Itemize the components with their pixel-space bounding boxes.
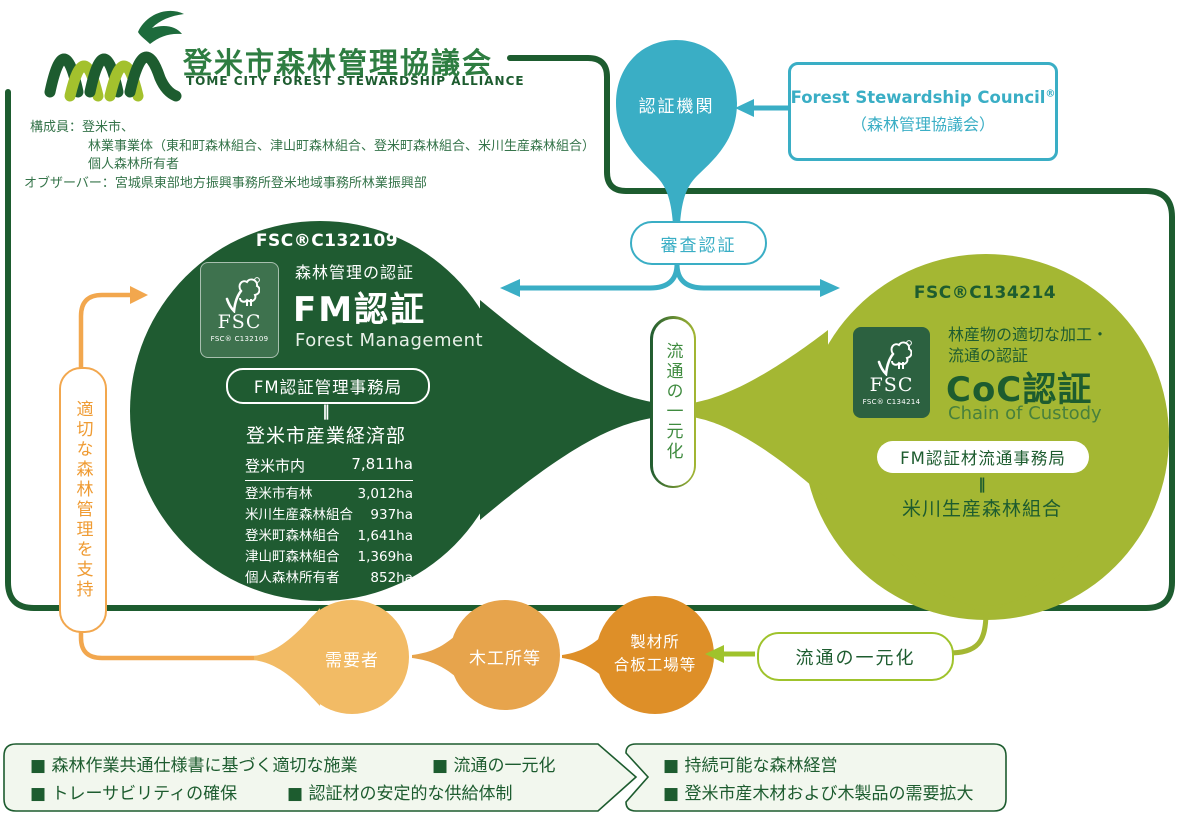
fsc-council-sub: （森林管理協議会）: [850, 115, 995, 134]
coc-horn-bottom: [890, 552, 1082, 618]
outcome-item: ■ 認証材の安定的な供給体制: [287, 784, 513, 804]
outcome-item: ■ 流通の一元化: [432, 756, 556, 776]
support-arrow-line: [78, 292, 130, 372]
outcome-item: ■ 登米市産木材および木製品の需要拡大: [663, 784, 974, 804]
fm-table-header-label: 登米市内: [245, 457, 306, 475]
fsc-logo-word: FSC: [217, 311, 262, 333]
coc-description-line1: 林産物の適切な加工・: [948, 325, 1109, 344]
coc-equals-mark: ‖: [978, 475, 986, 493]
coc-logo-code: FSC® C134214: [862, 397, 921, 406]
members-line-3: 個人森林所有者: [88, 157, 180, 172]
row-value: 852ha: [370, 570, 413, 586]
row-label: 米川生産森林組合: [245, 507, 353, 523]
sawmill-label: 製材所 合板工場等: [594, 631, 716, 677]
demand-circle: [295, 600, 409, 714]
members-block: 構成員：登米市、 林業事業体（東和町森林組合、津山町森林組合、登米町森林組合、米…: [24, 119, 596, 193]
row-value: 3,012ha: [357, 486, 413, 502]
fm-horn: [480, 300, 658, 520]
frame-border-line: [5, 55, 1175, 611]
page-title: 登米市森林管理協議会: [183, 46, 494, 80]
council-arrowhead: [735, 99, 754, 117]
support-bottom-line: [78, 624, 262, 661]
sawmill-horn: [562, 610, 626, 700]
fm-table-header-value: 7,811ha: [351, 455, 413, 473]
coc-circle: [803, 254, 1169, 620]
logo-wave-dark-3: [124, 51, 182, 102]
flow-unification-pill: 流通の一元化: [757, 632, 954, 681]
fm-description: 森林管理の認証: [295, 263, 415, 282]
demand-label: 需要者: [325, 651, 379, 671]
fsc-council-name: Forest Stewardship Council®: [791, 88, 1056, 107]
distribution-unification-pill: 流通の一元化: [650, 316, 696, 488]
distribution-unification-label: 流通の一元化: [662, 342, 683, 462]
coc-description-line2: 流通の認証: [948, 346, 1029, 365]
table-row: 津山町森林組合 1,369ha: [245, 547, 413, 568]
row-value: 1,641ha: [357, 528, 413, 544]
woodshop-label: 木工所等: [469, 649, 541, 669]
fm-circle: [130, 221, 510, 601]
demand-horn: [254, 608, 320, 706]
coc-horn-left: [692, 330, 828, 500]
fsc-council-name-text: Forest Stewardship Council: [790, 88, 1046, 107]
support-forest-management-pill: 適切な森林管理を支持: [59, 367, 107, 633]
logo-bird: [138, 10, 184, 44]
coc-office-pill: FM認証材流通事務局: [877, 441, 1089, 473]
coc-license-code: FSC®C134214: [913, 283, 1057, 303]
table-row: 米川生産森林組合 937ha: [245, 505, 413, 526]
coc-description: 林産物の適切な加工・ 流通の認証: [948, 324, 1108, 366]
fm-equals-mark: ‖: [322, 402, 330, 420]
fm-office-org: 登米市産業経済部: [245, 425, 406, 447]
coc-certification-name-en: Chain of Custody: [948, 403, 1102, 424]
audit-certification-pill: 審査認証: [630, 221, 767, 265]
row-label: 登米市有林: [245, 486, 313, 502]
outcome-box-left: [3, 743, 638, 812]
certification-body-balloon: [616, 40, 737, 224]
sawmill-label-line1: 製材所: [630, 633, 680, 651]
fm-table-header-row: 登米市内 7,811ha: [245, 455, 413, 481]
coc-certification-name: CoC認証: [946, 370, 1093, 410]
members-line-2: 林業事業体（東和町森林組合、津山町森林組合、登米町森林組合、米川生産森林組合）: [88, 138, 596, 154]
support-forest-management-label: 適切な森林管理を支持: [72, 400, 93, 600]
coc-fsc-logo: FSC FSC® C134214: [853, 327, 930, 418]
members-line-1: 構成員：登米市、: [30, 120, 135, 135]
row-label: 登米町森林組合: [245, 528, 340, 544]
certification-body-label: 認証機関: [638, 97, 715, 117]
coc-office-org: 米川生産森林組合: [901, 498, 1062, 520]
fsc-tree-icon: [877, 339, 912, 376]
fm-area-table: 登米市内 7,811ha 登米市有林 3,012ha 米川生産森林組合 937h…: [245, 455, 413, 589]
outcome-item: ■ トレーサビリティの確保: [30, 784, 238, 804]
distribution-unification-pill-inner: 流通の一元化: [652, 318, 694, 486]
row-label: 津山町森林組合: [245, 549, 340, 565]
fm-logo-code: FSC® C132109: [210, 335, 269, 343]
outcome-box-right: [625, 743, 1007, 812]
fm-certification-name-en: Forest Management: [295, 330, 484, 351]
fsc-tree-icon: [225, 277, 260, 313]
support-arrowhead: [130, 286, 148, 304]
observer-line: オブザーバー：宮城県東部地方振興事務所登米地域事務所林業振興部: [24, 175, 427, 191]
table-row: 登米町森林組合 1,641ha: [245, 526, 413, 547]
audit-arrowhead-left: [500, 279, 520, 297]
row-label: 個人森林所有者: [245, 570, 340, 586]
fm-fsc-logo: FSC FSC® C132109: [200, 262, 279, 358]
fsc-logo-word: FSC: [869, 373, 914, 396]
alliance-logo: [44, 10, 184, 102]
fsc-council-box: Forest Stewardship Council® （森林管理協議会）: [788, 62, 1058, 161]
unify-arrowhead: [705, 645, 724, 663]
page-subtitle: TOME CITY FOREST STEWARDSHIP ALLIANCE: [186, 74, 525, 88]
table-row: 個人森林所有者 852ha: [245, 568, 413, 589]
sawmill-label-line2: 合板工場等: [613, 656, 697, 674]
outcome-item: ■ 持続可能な森林経営: [663, 756, 838, 776]
audit-arrowhead-right: [820, 279, 840, 297]
fm-office-pill: FM認証管理事務局: [226, 368, 430, 404]
row-value: 937ha: [370, 507, 413, 523]
outcome-item: ■ 森林作業共通仕様書に基づく適切な施業: [30, 756, 358, 776]
table-row: 登米市有林 3,012ha: [245, 484, 413, 505]
row-value: 1,369ha: [357, 549, 413, 565]
fm-certification-name: FM認証: [293, 290, 427, 330]
fm-license-code: FSC®C132109: [255, 231, 399, 251]
fsc-council-reg-mark: ®: [1045, 88, 1056, 100]
woodshop-horn: [412, 612, 478, 698]
coc-to-pill-connector: [947, 611, 989, 656]
